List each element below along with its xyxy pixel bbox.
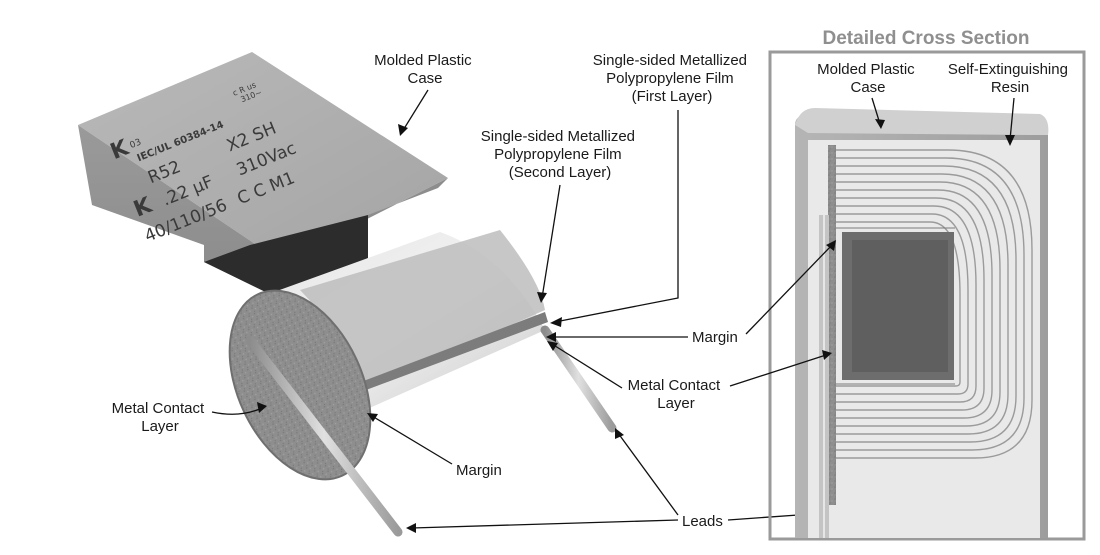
- xs-arrow-resin: [1005, 135, 1015, 146]
- arrow-case: [398, 124, 408, 136]
- cross-section-frame: [768, 50, 1086, 541]
- xs-label-resin: Self-Extinguishing Resin: [948, 61, 1072, 96]
- first-layer-film: [345, 312, 548, 396]
- xs-case-top: [795, 108, 1049, 135]
- leader-film-second: [541, 184, 561, 299]
- xs-leader-metal-contact: [729, 354, 827, 387]
- xs-leader-resin: [1009, 97, 1015, 141]
- cross-section-title: Detailed Cross Section: [823, 28, 1030, 49]
- arrow-margin: [546, 332, 556, 342]
- leader-film-first: [554, 110, 679, 323]
- label-metal-contact-mid: Metal Contact Layer: [628, 377, 725, 412]
- xs-label-case: Molded Plastic Case: [817, 61, 919, 96]
- label-metal-contact-left: Metal Contact Layer: [112, 400, 209, 435]
- leader-leads-right: [617, 432, 679, 516]
- label-margin-right: Margin: [692, 329, 738, 346]
- leader-metal-contact-mid: [551, 343, 623, 389]
- arrow-metal-contact-mid: [547, 341, 558, 351]
- xs-leader-margin: [745, 244, 833, 335]
- xs-metal-contact: [828, 145, 836, 505]
- left-labels: Molded Plastic Case Single-sided Metalli…: [112, 52, 818, 533]
- leader-leads-left: [411, 519, 679, 529]
- label-case: Molded Plastic Case: [374, 52, 476, 87]
- label-film-second: Single-sided Metallized Polypropylene Fi…: [481, 128, 639, 181]
- xs-film-lines-top: [836, 227, 955, 385]
- metal-contact-endcap: [229, 290, 371, 480]
- lead-left: [245, 335, 403, 537]
- case-opening: [204, 215, 368, 300]
- arrow-film-first: [550, 317, 562, 327]
- label-margin-bottom: Margin: [456, 462, 502, 479]
- leader-metal-contact-left: [211, 407, 263, 415]
- arrow-film-second: [537, 292, 547, 303]
- cross-section-panel: Detailed Cross Section: [729, 28, 1086, 541]
- xs-arrow-margin: [826, 240, 836, 251]
- xs-arrow-metal-contact: [822, 350, 832, 360]
- case-top-face: [78, 52, 448, 262]
- xs-film-windings: [836, 149, 1033, 459]
- capacitor-3d: K 03 IEC/UL 60384-14 c R us 310~ R52 X2 …: [78, 52, 617, 537]
- label-leads: Leads: [682, 513, 723, 530]
- arrow-leads-right: [615, 428, 624, 439]
- xs-arrow-case: [875, 119, 885, 129]
- arrow-leads-left: [406, 523, 416, 533]
- xs-film-core-inner: [852, 240, 948, 372]
- arrow-metal-contact-left: [257, 402, 267, 413]
- leader-margin-bottom: [371, 415, 453, 465]
- endcap-rim: [228, 289, 372, 481]
- arrow-margin-bottom: [367, 413, 378, 422]
- second-layer-film: [300, 230, 545, 392]
- label-film-first: Single-sided Metallized Polypropylene Fi…: [593, 52, 751, 105]
- logo-code: 03: [129, 138, 143, 152]
- leader-case: [401, 89, 429, 133]
